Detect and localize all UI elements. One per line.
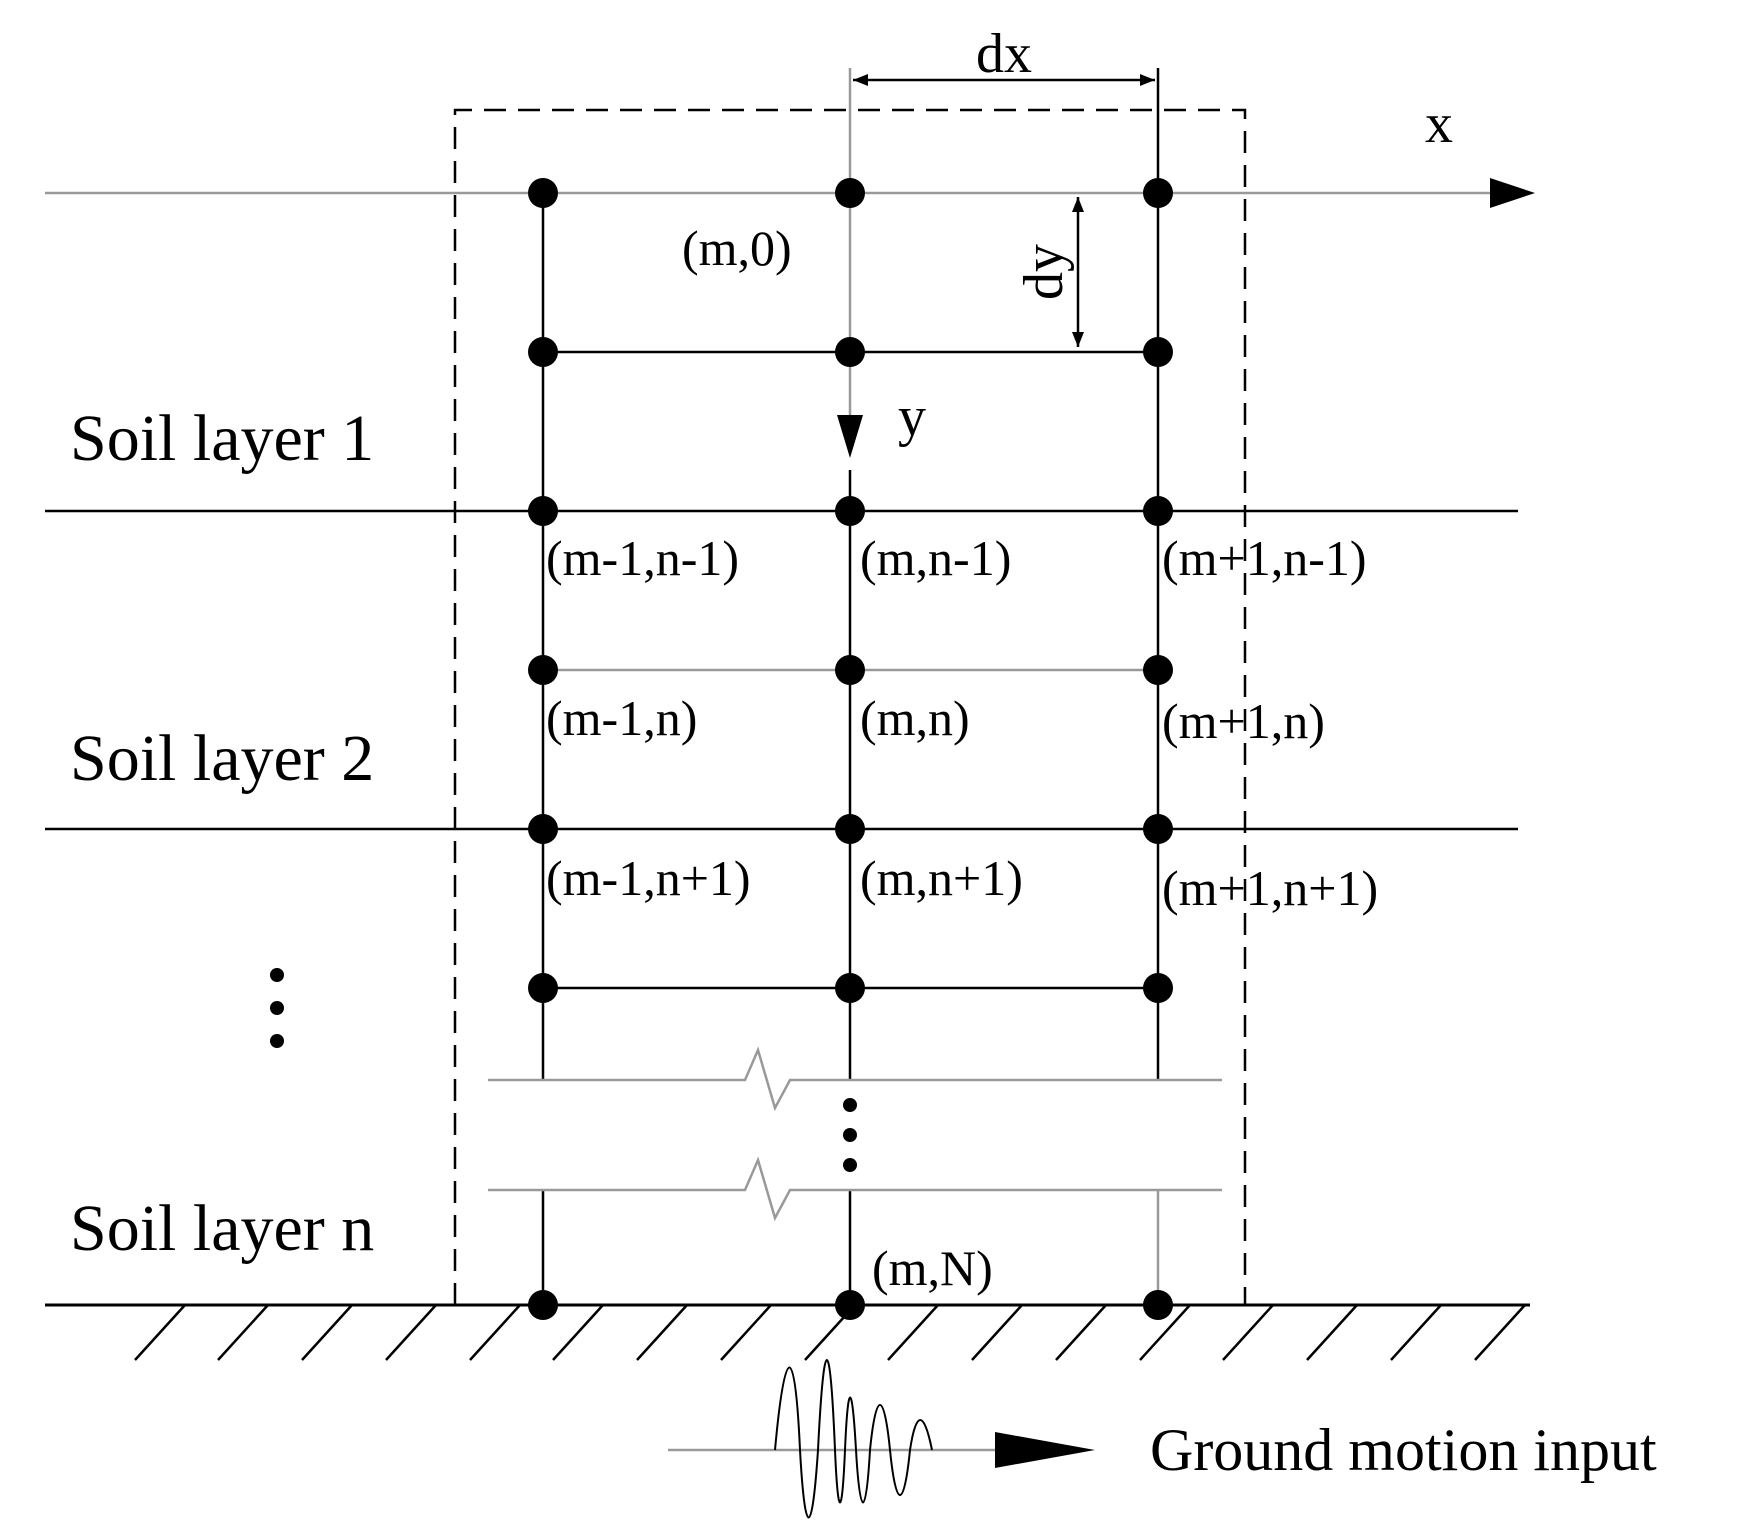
node-label-m-1-n-1: (m-1,n-1) — [546, 530, 739, 586]
node-label-m+1-n: (m+1,n) — [1162, 693, 1325, 749]
node-dot — [528, 337, 558, 367]
x-axis-arrowhead — [1490, 178, 1535, 208]
node-dot — [528, 655, 558, 685]
node-label-m-N: (m,N) — [872, 1240, 993, 1296]
node-label-m-0: (m,0) — [682, 220, 792, 276]
seismic-waveform — [774, 1359, 933, 1519]
x-axis-label: x — [1425, 93, 1453, 155]
node-dot — [835, 1290, 865, 1320]
break-line-upper — [488, 1046, 1222, 1112]
node-dot — [528, 973, 558, 1003]
node-label-m+1-n-1: (m+1,n-1) — [1162, 530, 1367, 586]
dashed-boundary — [453, 108, 1247, 1305]
dy-label: dy — [1013, 244, 1075, 300]
soil-layer-1-label: Soil layer 1 — [70, 402, 374, 475]
node-dot — [1143, 496, 1173, 526]
node-dot — [835, 973, 865, 1003]
node-dot — [1143, 655, 1173, 685]
node-label-m+1-n+1: (m+1,n+1) — [1162, 860, 1378, 916]
node-dot — [528, 496, 558, 526]
node-dot — [1143, 337, 1173, 367]
soil-layer-n-label: Soil layer n — [70, 1192, 374, 1265]
node-label-m-n+1: (m,n+1) — [860, 850, 1023, 906]
grid-nodes — [528, 178, 1173, 1320]
y-axis-label: y — [898, 386, 926, 448]
node-dot — [528, 178, 558, 208]
node-dot — [528, 1290, 558, 1320]
y-axis-arrowhead — [837, 415, 863, 458]
node-dot — [1143, 1290, 1173, 1320]
break-line-lower — [488, 1156, 1222, 1222]
node-label-m-1-n: (m-1,n) — [546, 690, 697, 746]
node-dot — [835, 814, 865, 844]
node-dot — [835, 337, 865, 367]
node-label-m-1-n+1: (m-1,n+1) — [546, 850, 751, 906]
dx-label: dx — [976, 23, 1032, 85]
node-dot — [835, 655, 865, 685]
node-dot — [1143, 814, 1173, 844]
node-dot — [1143, 973, 1173, 1003]
node-dot — [1143, 178, 1173, 208]
node-label-m-n-1: (m,n-1) — [860, 530, 1011, 586]
soil-layer-2-label: Soil layer 2 — [70, 722, 374, 795]
node-dot — [528, 814, 558, 844]
node-label-m-n: (m,n) — [860, 690, 970, 746]
bedrock-hatching — [134, 1304, 1526, 1361]
node-dot — [835, 496, 865, 526]
column-ellipsis-dots — [843, 1098, 857, 1172]
ground-motion-input-label: Ground motion input — [1150, 1417, 1657, 1483]
ground-motion-arrowhead — [995, 1432, 1095, 1468]
layer-ellipsis-dots — [270, 968, 284, 1048]
node-dot — [835, 178, 865, 208]
